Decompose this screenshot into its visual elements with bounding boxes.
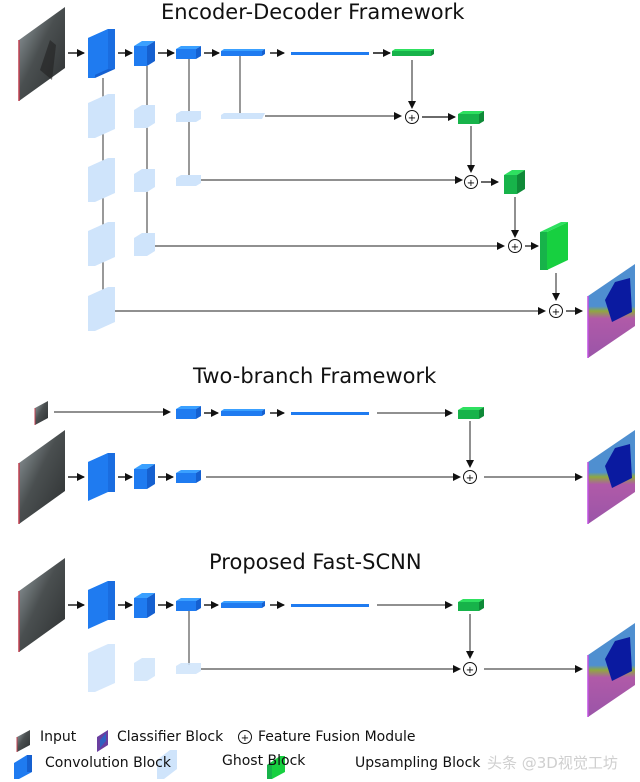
- classifier-legend-icon: [97, 730, 108, 752]
- upsampling-block: [392, 49, 434, 56]
- fusion-symbol: +: [467, 178, 475, 189]
- fusion-symbol: +: [408, 113, 416, 124]
- upsampling-legend-icon: [267, 756, 285, 779]
- fusion-symbol: +: [466, 665, 474, 676]
- convolution-legend-icon: [14, 755, 32, 779]
- input-image: [18, 7, 65, 101]
- ghost-blocks: [88, 644, 201, 692]
- ghost-block: [134, 233, 155, 256]
- ghost-block: [88, 158, 115, 202]
- encoder-decoder-section: + + + +: [18, 7, 635, 358]
- convolution-block: [134, 593, 155, 618]
- convolution-block: [88, 29, 115, 78]
- ghost-block: [88, 644, 115, 692]
- fusion-module: +: [463, 470, 477, 484]
- legend-classifier-label: Classifier Block: [117, 729, 224, 745]
- convolution-block: [134, 41, 155, 66]
- input-image: [18, 558, 65, 652]
- upsampling-block: [504, 170, 525, 194]
- ghost-blocks: [88, 94, 265, 331]
- convolution-block: [176, 470, 201, 483]
- input-legend-icon: [16, 730, 30, 752]
- fusion-module: +: [549, 304, 563, 318]
- title-two-branch: Two-branch Framework: [193, 364, 437, 388]
- convolution-block: [88, 453, 115, 501]
- fusion-symbol: +: [466, 473, 474, 484]
- convolution-block: [176, 598, 201, 611]
- ghost-block: [134, 169, 155, 192]
- fusion-symbol: +: [552, 307, 560, 318]
- fusion-module: +: [463, 662, 477, 676]
- segmentation-output: [587, 264, 635, 358]
- fusion-legend-icon: +: [238, 730, 252, 744]
- title-fast-scnn: Proposed Fast-SCNN: [209, 550, 422, 574]
- convolution-block: [176, 46, 201, 59]
- fast-scnn-section: +: [18, 558, 635, 717]
- convolution-block: [221, 601, 265, 608]
- fusion-module: +: [464, 175, 478, 189]
- ghost-block: [176, 111, 201, 122]
- convolution-block: [291, 412, 369, 415]
- fusion-symbol: +: [511, 242, 519, 253]
- ghost-block: [88, 94, 115, 138]
- fusion-module: +: [508, 239, 522, 253]
- segmentation-output: [587, 430, 635, 524]
- title-encoder-decoder: Encoder-Decoder Framework: [161, 0, 465, 24]
- input-image-small: [34, 401, 48, 425]
- legend-fusion-label: Feature Fusion Module: [258, 729, 416, 745]
- two-branch-section: +: [18, 401, 635, 524]
- ghost-block: [88, 222, 115, 266]
- convolution-block: [221, 409, 265, 416]
- convolution-block: [221, 49, 265, 56]
- legend-convolution-label: Convolution Block: [45, 755, 171, 771]
- convolution-block: [88, 581, 115, 629]
- legend-upsampling-label: Upsampling Block: [355, 755, 481, 771]
- fusion-module: +: [405, 110, 419, 124]
- fusion-symbol: +: [241, 733, 249, 744]
- input-image: [18, 430, 65, 524]
- convolution-block: [176, 406, 201, 419]
- ghost-block: [221, 113, 265, 119]
- convolution-block: [291, 52, 369, 55]
- ghost-block: [176, 175, 201, 186]
- ghost-block: [88, 287, 115, 331]
- upsampling-block: [458, 599, 484, 611]
- legend: +: [14, 730, 285, 779]
- ghost-legend-icon: [157, 750, 177, 779]
- convolution-block: [291, 604, 369, 607]
- ghost-block: [176, 663, 201, 674]
- upsampling-block: [458, 407, 484, 419]
- convolution-block: [134, 464, 155, 489]
- watermark: 头条 @3D视觉工坊: [487, 754, 618, 772]
- ghost-block: [134, 658, 155, 681]
- ghost-block: [134, 105, 155, 128]
- legend-ghost-label: Ghost Block: [222, 753, 306, 769]
- legend-input-label: Input: [40, 729, 77, 745]
- upsampling-block: [458, 111, 484, 124]
- segmentation-output: [587, 623, 635, 717]
- upsampling-block: [540, 222, 568, 270]
